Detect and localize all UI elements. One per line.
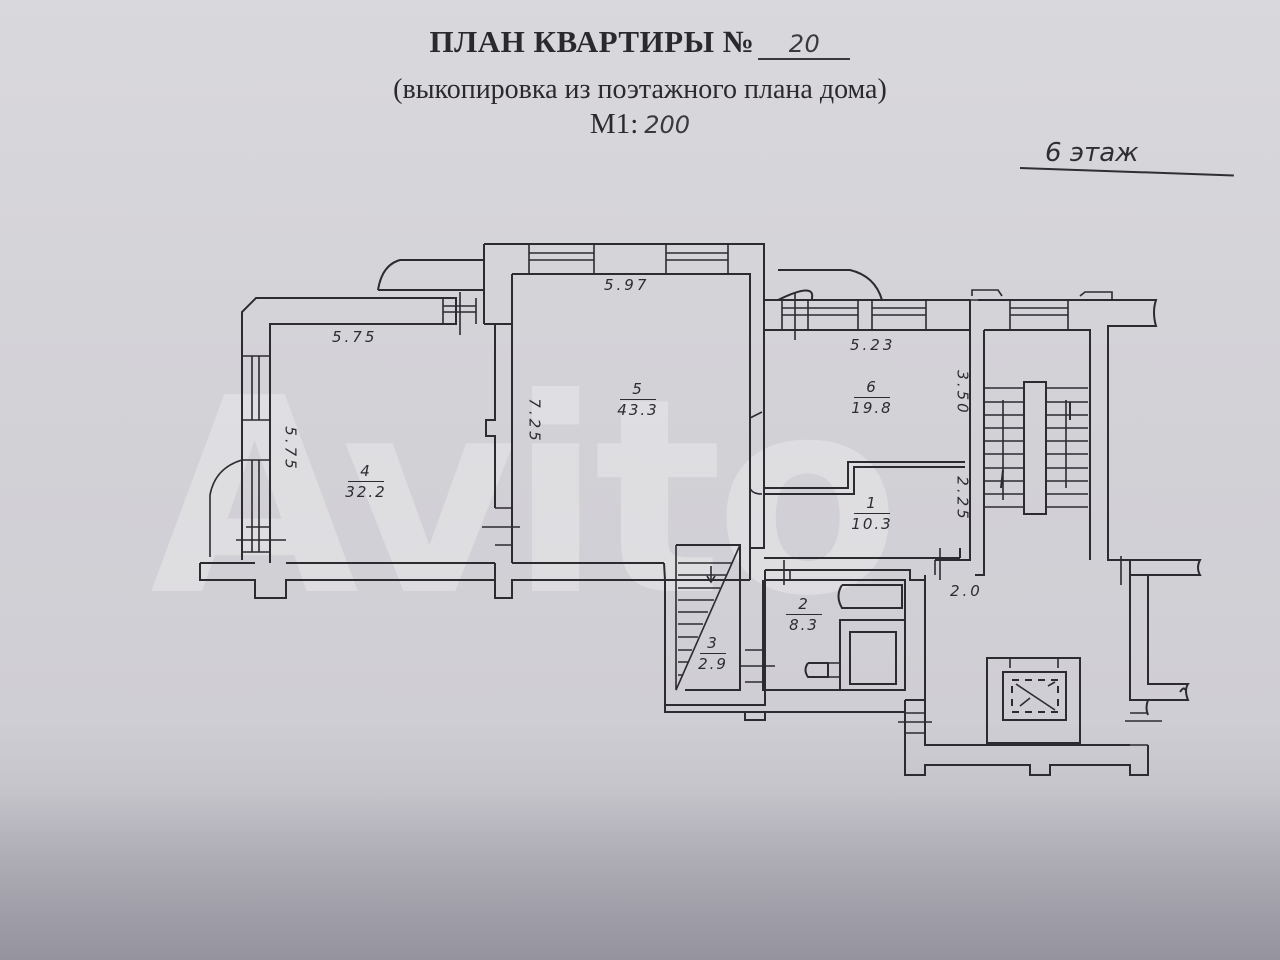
room-number: 6	[854, 378, 890, 398]
stair-treads	[983, 381, 1088, 515]
room-area: 43.3	[617, 401, 659, 419]
dim-room6-depth: 3.50	[953, 370, 972, 416]
room-6-label: 6 19.8	[842, 378, 902, 417]
scale-prefix: М1:	[589, 108, 639, 140]
room-3-label: 3 2.9	[688, 634, 738, 673]
room-number: 2	[786, 595, 822, 615]
wall-outlines	[199, 243, 1202, 776]
room-number: 5	[620, 380, 656, 400]
room-2-label: 2 8.3	[774, 595, 834, 634]
floor-note: 6 этаж	[1045, 138, 1139, 168]
scale-value: 200	[644, 111, 691, 139]
room-area: 32.2	[345, 483, 387, 501]
room-number: 4	[348, 462, 384, 482]
dim-room6-width: 5.23	[850, 336, 896, 354]
dim-room1-depth: 2.25	[953, 476, 972, 522]
apartment-number: 20	[758, 30, 851, 60]
paper-shadow	[0, 790, 1280, 960]
room-5-label: 5 43.3	[608, 380, 668, 419]
document-subtitle: (выкопировка из поэтажного плана дома)	[393, 74, 887, 105]
dim-room4-width: 5.75	[332, 328, 378, 346]
room-number: 1	[854, 494, 890, 514]
room-1-label: 1 10.3	[842, 494, 902, 533]
title-text: ПЛАН КВАРТИРЫ №	[429, 24, 755, 59]
room-4-label: 4 32.2	[336, 462, 396, 501]
room-area: 10.3	[851, 515, 893, 533]
stair-treads-3	[678, 562, 732, 676]
dim-lobby: 2.0	[950, 582, 983, 600]
dim-room5-width: 5.97	[604, 276, 650, 294]
room-number: 3	[700, 634, 726, 654]
scale-line: М1:200	[0, 108, 1280, 141]
dim-room5-depth: 7.25	[525, 398, 544, 444]
room-area: 19.8	[851, 399, 893, 417]
dim-room4-depth: 5.75	[281, 426, 300, 472]
room-area: 8.3	[789, 616, 819, 634]
room-area: 2.9	[698, 655, 728, 673]
